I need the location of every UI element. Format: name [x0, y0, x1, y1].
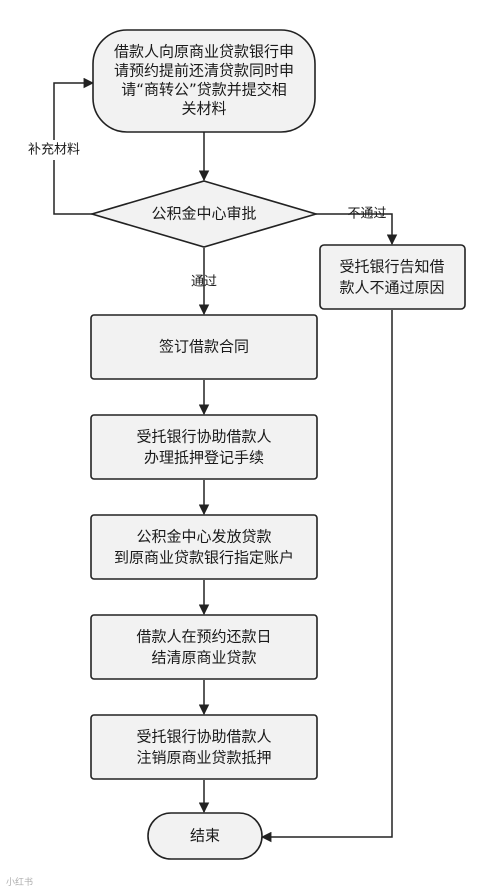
edge-label-pass: 通过	[191, 275, 217, 290]
sign-box-shape	[90, 314, 318, 380]
reject-line-1: 受托银行告知借	[339, 258, 444, 276]
node-reject: 受托银行告知借 款人不通过原因	[319, 244, 466, 310]
cancel-line-1: 受托银行协助借款人	[136, 728, 271, 746]
sign-label: 签订借款合同	[159, 338, 249, 356]
disburse-line-2: 到原商业贷款银行指定账户	[114, 549, 294, 567]
end-label: 结束	[190, 827, 220, 845]
supplement-label-bg	[20, 140, 88, 160]
mortgage-line-1: 受托银行协助借款人	[136, 428, 271, 446]
node-end: 结束	[147, 812, 263, 860]
mortgage-line-2: 办理抵押登记手续	[144, 449, 264, 467]
start-line-1: 借款人向原商业贷款银行申	[114, 43, 294, 61]
disburse-line-1: 公积金中心发放贷款	[136, 528, 271, 546]
end-terminal-shape	[147, 812, 263, 860]
node-decision: 公积金中心审批	[89, 180, 319, 248]
edge-label-supplement: 补充材料	[28, 142, 80, 158]
edge-labels: 补充材料 不通过 通过	[20, 140, 387, 290]
node-repay: 借款人在预约还款日 结清原商业贷款	[90, 614, 318, 680]
node-sign: 签订借款合同	[90, 314, 318, 380]
disburse-box-shape	[90, 514, 318, 580]
cancel-line-2: 注销原商业贷款抵押	[136, 749, 271, 767]
reject-line-2: 款人不通过原因	[339, 279, 444, 297]
start-line-3: 请“商转公”贷款并提交相	[121, 81, 287, 99]
edge-label-fail: 不通过	[347, 207, 386, 222]
reject-box-shape	[319, 244, 466, 310]
edges	[53, 77, 398, 843]
start-line-2: 请预约提前还清贷款同时申	[114, 62, 294, 80]
repay-box-shape	[90, 614, 318, 680]
decision-label: 公积金中心审批	[151, 205, 256, 223]
node-mortgage: 受托银行协助借款人 办理抵押登记手续	[90, 414, 318, 480]
repay-line-1: 借款人在预约还款日	[136, 628, 271, 646]
node-cancel: 受托银行协助借款人 注销原商业贷款抵押	[90, 714, 318, 780]
edge-reject-to-end	[260, 310, 393, 843]
node-start: 借款人向原商业贷款银行申 请预约提前还清贷款同时申 请“商转公”贷款并提交相 关…	[92, 29, 316, 133]
cancel-box-shape	[90, 714, 318, 780]
decision-diamond-shape	[89, 180, 319, 248]
node-disburse: 公积金中心发放贷款 到原商业贷款银行指定账户	[90, 514, 318, 580]
edge-decision-to-reject	[316, 213, 398, 246]
start-line-4: 关材料	[181, 100, 226, 118]
mortgage-box-shape	[90, 414, 318, 480]
watermark: 小红书	[6, 878, 34, 888]
start-terminal-shape	[92, 29, 316, 133]
repay-line-2: 结清原商业贷款	[151, 649, 256, 667]
